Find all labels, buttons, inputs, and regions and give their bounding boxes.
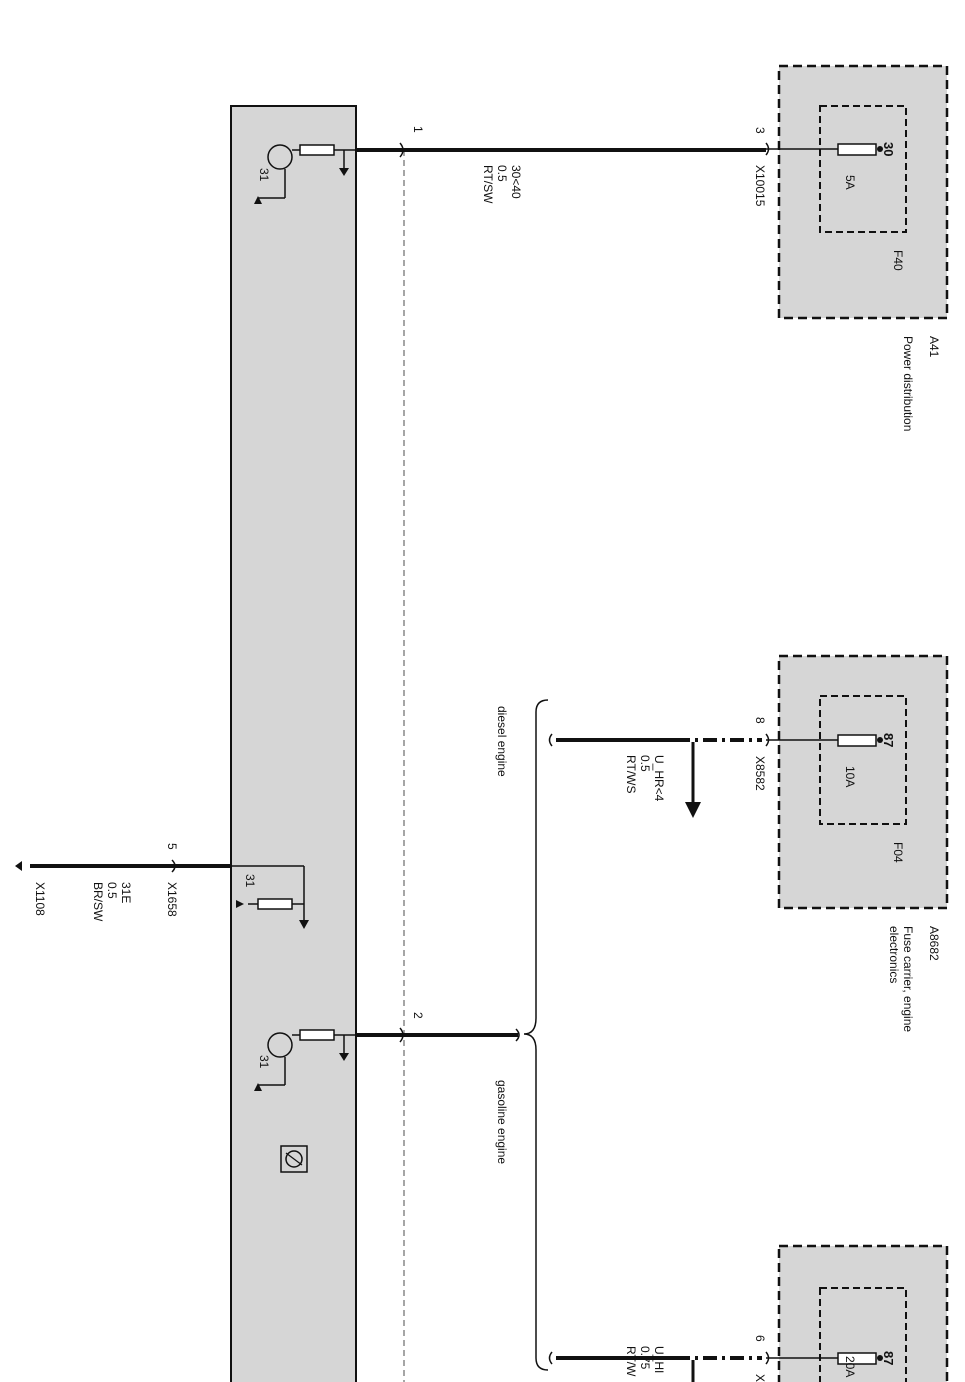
ground-arrow-icon	[254, 1083, 262, 1091]
module-logo-icon	[280, 1145, 308, 1173]
arrow-down-icon	[339, 168, 349, 176]
connector-x8582-label: X8582	[753, 756, 767, 791]
wire-30-40-signal: 30<40	[509, 165, 523, 199]
fuse-f40-icon	[837, 143, 877, 156]
power-distribution-box	[777, 64, 949, 320]
wire-31e-color: BR/SW	[91, 882, 105, 922]
wire-31e-signal: 31E	[119, 882, 133, 903]
ground-31-label: 31	[243, 874, 257, 888]
fuse-3-frame	[819, 1287, 907, 1382]
module-logo-line	[285, 1152, 303, 1166]
wire-30-40-color: RT/SW	[481, 165, 495, 204]
fuse-f04-id: F04	[891, 842, 905, 863]
fuse-f40-frame	[819, 105, 907, 233]
variant-diesel: diesel engine	[495, 706, 509, 777]
fuse-f40-id: F40	[891, 250, 905, 271]
ecu-pin-2-label: 2	[411, 1012, 425, 1019]
fuse-f40-terminal-dot	[877, 146, 883, 152]
transistor-2-icon	[267, 1032, 293, 1058]
fuse-3-terminal-dot	[877, 1355, 883, 1361]
a41-name: Power distribution	[901, 336, 915, 431]
fuse-carrier-box	[777, 654, 949, 910]
ecu-pin2-icon	[399, 1027, 404, 1043]
resistor-ground-icon	[257, 898, 293, 910]
fuse-3-terminal: 87	[881, 1351, 896, 1365]
fuse-3-rating: 20A	[843, 1356, 857, 1377]
labels: 1 30<40 0.5 RT/SW 3 X10015 30 5A F40 A41…	[33, 126, 941, 1382]
ground-arrow-icon	[254, 196, 262, 204]
control-module-body	[230, 105, 357, 1382]
variant-gasoline: gasoline engine	[495, 1080, 509, 1164]
wire-u-hi-color: RT/W	[624, 1346, 638, 1377]
ecu-pin-1-label: 1	[411, 126, 425, 133]
connector-x8582-pin: 8	[753, 717, 767, 724]
connector-x868-pin: 6	[753, 1335, 767, 1342]
wire-u-hr-end-icon	[548, 733, 553, 747]
fuse-f04-frame	[819, 695, 907, 825]
transistor-1-icon	[267, 144, 293, 170]
fuse-f40-rating: 5A	[843, 175, 857, 190]
connector-x868-label: X868	[753, 1374, 767, 1382]
connector-x10015-icon	[765, 142, 770, 156]
ground-point-arrow-icon	[15, 861, 22, 871]
fuse-f04-rating: 10A	[843, 766, 857, 787]
fuse-f40-terminal: 30	[881, 142, 896, 156]
ground-arrow-icon	[236, 900, 244, 908]
connector-x1658-icon	[171, 859, 176, 873]
wire-u-hi-signal: U_HI	[652, 1346, 666, 1373]
connector-x1658-pin: 5	[165, 843, 179, 850]
fuse-f04-terminal-dot	[877, 737, 883, 743]
a8682-designation: A8682	[927, 926, 941, 961]
resistor-1-icon	[299, 144, 335, 156]
connector-x868-icon	[765, 1351, 770, 1365]
wire-pin2-end-icon	[515, 1028, 520, 1042]
connector-x1658-label: X1658	[165, 882, 179, 917]
ecu-pin1-icon	[399, 142, 404, 158]
a41-designation: A41	[927, 336, 941, 358]
transistor-1-ground-label: 31	[257, 168, 271, 182]
connector-x8582-icon	[765, 733, 770, 747]
transistor-2-ground-label: 31	[257, 1055, 271, 1069]
connector-x10015-label: X10015	[753, 165, 767, 207]
arrow-down-icon	[685, 802, 701, 818]
ground-point-label: X1108	[33, 882, 47, 916]
wire-u-hi-end-icon	[548, 1351, 553, 1365]
arrow-down-icon	[339, 1053, 349, 1061]
arrow-down-icon	[299, 920, 309, 929]
variant-brace	[523, 699, 549, 1371]
fuse-f04-icon	[837, 734, 877, 747]
connector-x10015-pin: 3	[753, 127, 767, 134]
module-logo-circle	[285, 1150, 303, 1168]
a8682-name-line1: Fuse carrier, engine	[901, 926, 915, 1032]
wire-30-40-size: 0.5	[495, 165, 509, 182]
wire-u-hr-signal: U_HR<4	[652, 755, 666, 802]
wire-u-hr-color: RT/WS	[624, 755, 638, 793]
wire-u-hr-size: 0.5	[638, 755, 652, 772]
fuse-f04-terminal: 87	[881, 733, 896, 747]
wire-u-hi-size: 0.75	[638, 1346, 652, 1370]
wire-31e-size: 0.5	[105, 882, 119, 899]
a8682-name-line2: electronics	[887, 926, 901, 983]
resistor-2-icon	[299, 1029, 335, 1041]
